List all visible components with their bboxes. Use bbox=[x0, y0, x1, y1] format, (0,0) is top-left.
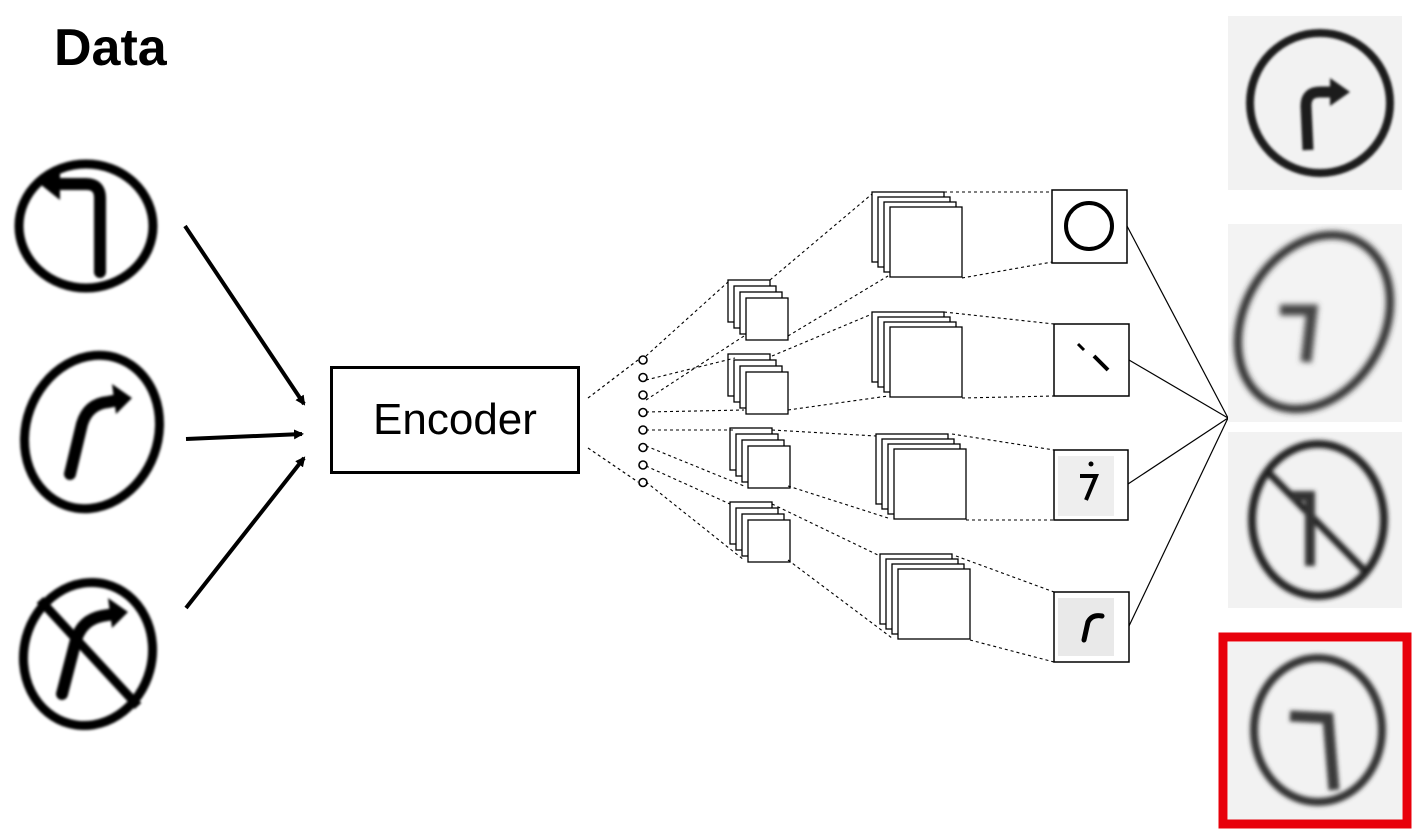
encoder-to-latent-lines bbox=[587, 359, 639, 483]
input-arrow-1 bbox=[183, 224, 306, 406]
small-stack-2 bbox=[727, 353, 789, 415]
input-image-turn-right bbox=[19, 350, 165, 514]
feature-map bbox=[889, 206, 963, 278]
reconstruction-turn-left bbox=[1228, 224, 1402, 422]
branch-output-arrow-shaft bbox=[1053, 591, 1130, 663]
input-image-turn-left bbox=[14, 159, 158, 293]
feature-map bbox=[897, 568, 971, 640]
feature-map bbox=[747, 519, 791, 563]
latent-unit bbox=[638, 460, 648, 470]
encoder-block: Encoder bbox=[330, 366, 580, 474]
latent-unit bbox=[638, 355, 648, 365]
small-stack-4 bbox=[729, 501, 791, 563]
small-feature-stacks bbox=[727, 279, 791, 563]
large-stack-4 bbox=[879, 553, 971, 640]
small-stack-1 bbox=[727, 279, 789, 341]
large-stack-3 bbox=[875, 433, 967, 520]
input-arrow-3 bbox=[184, 456, 306, 610]
feature-map bbox=[893, 448, 967, 520]
latent-units bbox=[638, 355, 648, 488]
input-arrow-2 bbox=[185, 429, 304, 441]
diagram-title: Data bbox=[54, 19, 167, 77]
latent-unit bbox=[638, 372, 648, 383]
combination-lines bbox=[1126, 225, 1229, 627]
latent-unit bbox=[638, 425, 648, 435]
feature-map bbox=[745, 297, 789, 341]
reconstruction-right-turn bbox=[1228, 16, 1402, 190]
latent-unit bbox=[638, 442, 648, 453]
large-feature-stacks bbox=[871, 191, 971, 640]
latent-unit bbox=[638, 407, 648, 418]
highlight-frame bbox=[1218, 632, 1412, 829]
feature-map bbox=[889, 326, 963, 398]
large-stack-2 bbox=[871, 311, 963, 398]
feature-map bbox=[745, 371, 789, 415]
latent-unit bbox=[638, 390, 648, 400]
large-stack-1 bbox=[871, 191, 963, 278]
input-image-no-right-turn bbox=[18, 578, 158, 730]
branch-output-circle bbox=[1051, 189, 1128, 264]
branch-output-arrowhead bbox=[1053, 449, 1129, 521]
reconstruction-left-turn-highlighted bbox=[1218, 632, 1412, 829]
feature-map bbox=[747, 445, 791, 489]
decoder-dotted-lines bbox=[645, 191, 1055, 663]
reconstruction-no-turn bbox=[1228, 432, 1402, 608]
branch-output-stroke bbox=[1053, 323, 1130, 397]
small-stack-3 bbox=[729, 427, 791, 489]
